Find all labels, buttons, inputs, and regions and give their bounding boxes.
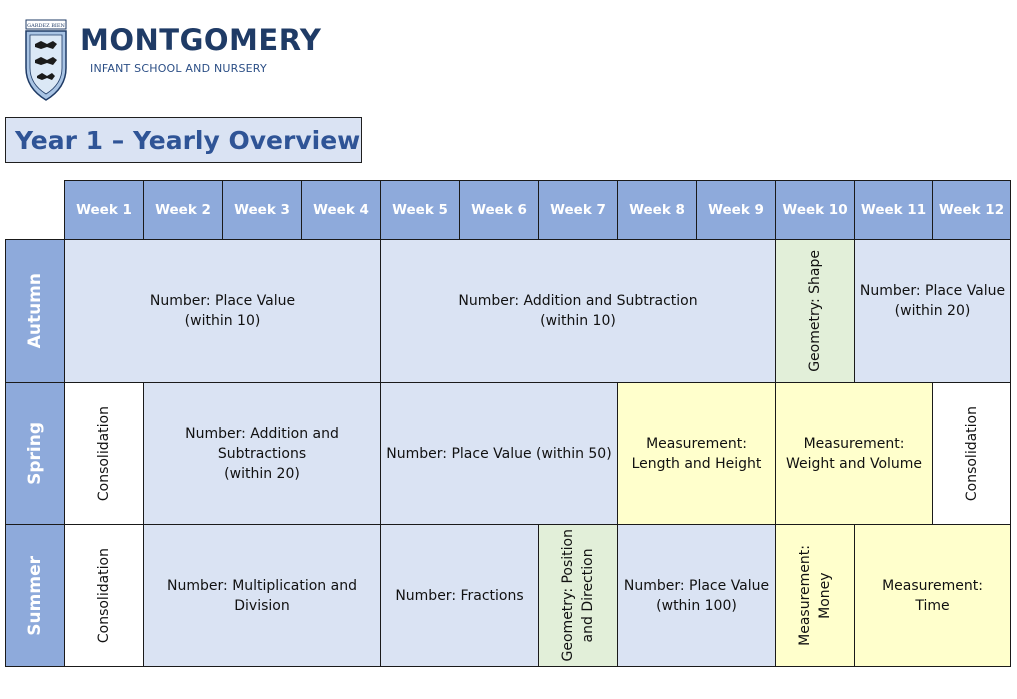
summer-position-direction-label: Geometry: Position and Direction (560, 529, 596, 662)
summer-place-value-100: Number: Place Value (wthin 100) (617, 524, 776, 667)
week-header-9: Week 9 (696, 180, 776, 240)
autumn-place-value-10: Number: Place Value (within 10) (64, 239, 381, 383)
term-label-summer: Summer (25, 555, 45, 636)
spring-weight-volume: Measurement: Weight and Volume (775, 382, 933, 525)
term-summer: Summer (5, 524, 65, 667)
week-header-1: Week 1 (64, 180, 144, 240)
week-header-12: Week 12 (932, 180, 1011, 240)
autumn-geometry-shape: Geometry: Shape (775, 239, 855, 383)
page-title-box: Year 1 – Yearly Overview (5, 117, 362, 163)
page-title: Year 1 – Yearly Overview (15, 126, 361, 155)
spring-consolidation-start-label: Consolidation (96, 405, 112, 502)
week-header-4: Week 4 (301, 180, 381, 240)
week-header-6: Week 6 (459, 180, 539, 240)
summer-fractions: Number: Fractions (380, 524, 539, 667)
autumn-place-value-20: Number: Place Value (within 20) (854, 239, 1011, 383)
summer-mult-div: Number: Multiplication and Division (143, 524, 381, 667)
summer-money-label: Measurement: Money (797, 545, 833, 646)
spring-add-sub-20: Number: Addition and Subtractions (withi… (143, 382, 381, 525)
week-header-2: Week 2 (143, 180, 223, 240)
week-header-7: Week 7 (538, 180, 618, 240)
autumn-add-sub-10: Number: Addition and Subtraction (within… (380, 239, 776, 383)
term-autumn: Autumn (5, 239, 65, 383)
summer-consolidation-label: Consolidation (96, 547, 112, 644)
spring-consolidation-end: Consolidation (932, 382, 1011, 525)
school-crest-logo: GARDEZ BIEN (25, 19, 67, 101)
week-header-3: Week 3 (222, 180, 302, 240)
spring-length-height: Measurement: Length and Height (617, 382, 776, 525)
week-header-5: Week 5 (380, 180, 460, 240)
week-header-10: Week 10 (775, 180, 855, 240)
term-spring: Spring (5, 382, 65, 525)
school-name: MONTGOMERY (80, 23, 322, 57)
spring-place-value-50: Number: Place Value (within 50) (380, 382, 618, 525)
autumn-geometry-shape-label: Geometry: Shape (807, 250, 823, 372)
school-subtitle: INFANT SCHOOL AND NURSERY (90, 62, 267, 75)
term-label-autumn: Autumn (25, 273, 45, 349)
week-header-8: Week 8 (617, 180, 697, 240)
term-label-spring: Spring (25, 422, 45, 485)
summer-position-direction: Geometry: Position and Direction (538, 524, 618, 667)
summer-time: Measurement: Time (854, 524, 1011, 667)
summer-money: Measurement: Money (775, 524, 855, 667)
week-header-11: Week 11 (854, 180, 933, 240)
summer-consolidation: Consolidation (64, 524, 144, 667)
spring-consolidation-end-label: Consolidation (963, 405, 980, 502)
svg-text:GARDEZ BIEN: GARDEZ BIEN (27, 23, 65, 29)
spring-consolidation-start: Consolidation (64, 382, 144, 525)
